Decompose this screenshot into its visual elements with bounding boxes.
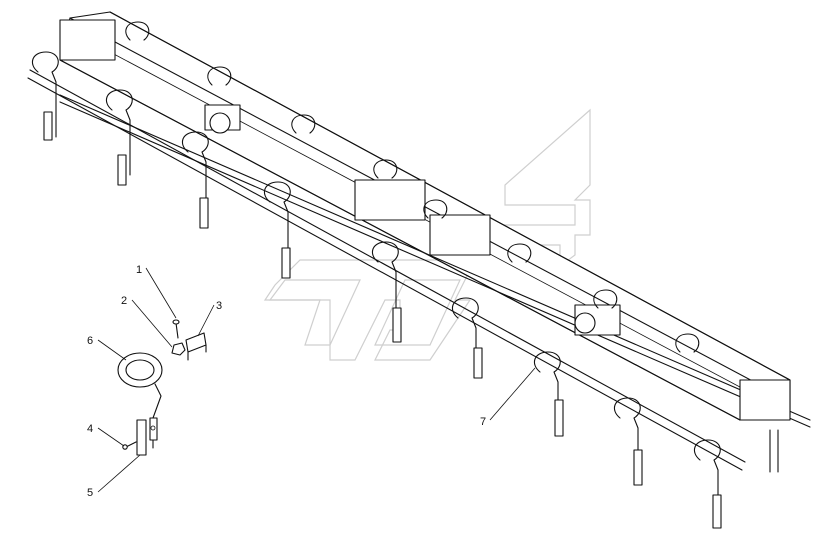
frame-beam-assembly: [27, 11, 811, 471]
clamp-bolt: [172, 319, 180, 339]
callout-labels: 1 2 3 4 5 6 7: [87, 264, 486, 499]
callout-6: 6: [87, 335, 93, 347]
small-bolt: [122, 441, 137, 450]
tine-flat: [136, 417, 158, 456]
spring-tine-row-rear: [125, 21, 779, 473]
callout-5: 5: [87, 487, 93, 499]
callout-3: 3: [216, 300, 222, 312]
nut: [171, 342, 186, 356]
callout-7: 7: [480, 416, 486, 428]
exploded-tine-assembly: [117, 319, 207, 456]
callout-4: 4: [87, 423, 93, 435]
leader-lines: [97, 267, 536, 493]
spring-tine-row-front: [31, 51, 722, 529]
callout-1: 1: [136, 264, 142, 276]
clamp-plate: [185, 332, 207, 361]
callout-2: 2: [121, 295, 127, 307]
